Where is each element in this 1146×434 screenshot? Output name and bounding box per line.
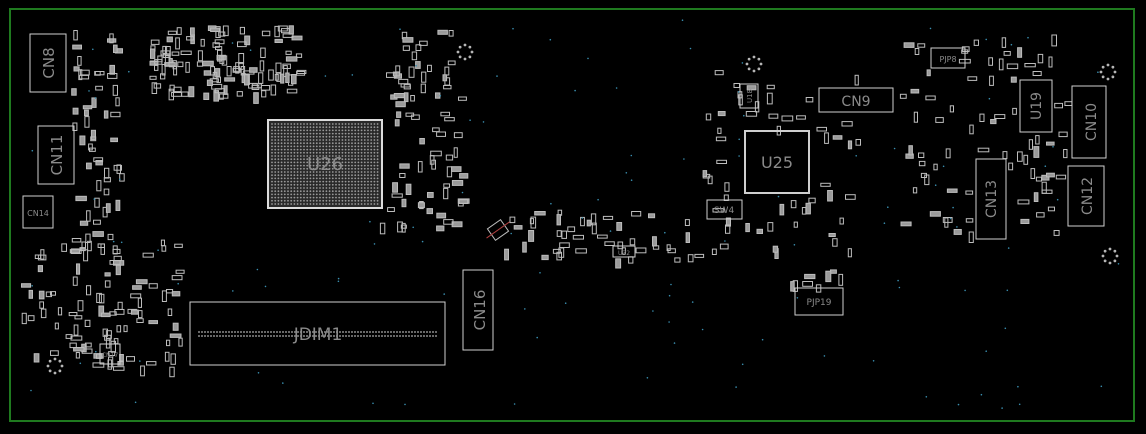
vias — [30, 19, 1120, 409]
cn8-label: CN8 — [40, 47, 58, 78]
cn11-label: CN11 — [48, 135, 66, 176]
cn13-label: CN13 — [984, 180, 1000, 218]
u18-chip: U18 — [739, 83, 759, 109]
u26-bga-chip: U26 — [267, 119, 383, 209]
u19-chip: U19 — [1019, 79, 1053, 133]
cn10-connector: CN10 — [1071, 85, 1107, 159]
u32-label: U32 — [618, 250, 630, 257]
u19-label: U19 — [1029, 92, 1045, 120]
u25-chip: U25 — [744, 130, 810, 194]
cn14-label: CN14 — [27, 209, 49, 218]
pjp19-label: PJP19 — [807, 298, 832, 308]
pjp19-jumper: PJP19 — [794, 287, 844, 316]
smd-parts — [21, 25, 1119, 378]
cn9-label: CN9 — [841, 94, 870, 110]
pjp8-label: PJP8 — [939, 55, 956, 64]
jdim1-label: JDIM1 — [293, 325, 343, 345]
sw4-label: SW4 — [714, 206, 735, 216]
board-outline — [9, 8, 1135, 422]
cn13-connector: CN13 — [975, 158, 1007, 240]
cn12-connector: CN12 — [1067, 165, 1105, 227]
cn12-label: CN12 — [1080, 177, 1096, 215]
cn16-label: CN16 — [471, 290, 489, 331]
cn10-label: CN10 — [1084, 103, 1100, 141]
jdim1-slot: JDIM1 — [189, 301, 446, 366]
cn17-label: CN17 — [102, 352, 118, 359]
u25-label: U25 — [761, 153, 793, 172]
sw4-switch: SW4 — [706, 199, 743, 220]
cn17-connector: CN17 — [99, 343, 121, 365]
cn14-connector: CN14 — [22, 195, 54, 229]
cn11-connector: CN11 — [37, 125, 75, 185]
cn16-connector: CN16 — [462, 269, 494, 351]
cn9-connector: CN9 — [818, 87, 894, 113]
u18-label: U18 — [746, 89, 754, 103]
cn8-connector: CN8 — [29, 33, 67, 93]
pjp8-jumper: PJP8 — [930, 47, 966, 69]
u26-label: U26 — [307, 154, 343, 175]
u32-chip: U32 — [612, 245, 636, 258]
